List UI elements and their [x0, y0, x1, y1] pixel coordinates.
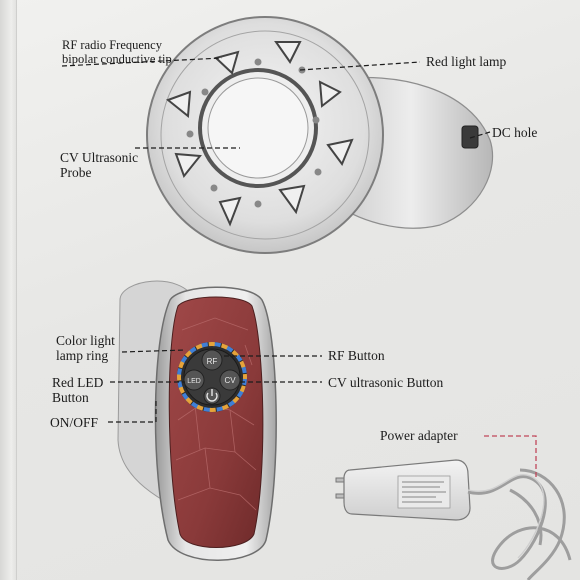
rf-tip	[174, 152, 202, 179]
rf-tip	[318, 80, 342, 108]
label-color-light-lamp-ring: Color light lamp ring	[56, 333, 115, 363]
device-head-top-view	[146, 16, 494, 254]
rf-tip	[274, 41, 302, 64]
label-red-light-lamp: Red light lamp	[426, 54, 507, 69]
power-adapter-leader-line	[484, 435, 537, 480]
label-dc-hole: DC hole	[492, 125, 538, 140]
adapter-cord	[467, 468, 572, 580]
led-button-label: LED	[187, 378, 201, 385]
power-adapter	[335, 459, 572, 580]
rf-tip	[218, 196, 242, 227]
label-on-off: ON/OFF	[50, 415, 99, 430]
label-power-adapter: Power adapter	[380, 428, 458, 443]
label-cv-ultrasonic-probe: CV Ultrasonic Probe	[60, 150, 139, 180]
label-rf-button: RF Button	[328, 348, 385, 363]
rf-tip	[214, 50, 240, 75]
label-cv-ultrasonic-button: CV ultrasonic Button	[328, 375, 444, 390]
red-light-lamps	[186, 58, 322, 208]
dc-hole-port	[461, 125, 479, 149]
label-rf-conductive-tip: RF radio Frequency bipolar conductive ti…	[62, 38, 172, 66]
power-icon	[206, 389, 218, 402]
cv-button-label: CV	[224, 376, 236, 385]
red-led-button[interactable]	[183, 369, 205, 391]
device-red-face	[168, 296, 264, 548]
label-red-led-button: Red LED Button	[52, 375, 104, 405]
leader-lines-bottom	[108, 349, 322, 423]
page-binding-edge	[0, 0, 17, 580]
cv-ultrasonic-button[interactable]	[219, 369, 241, 391]
rf-tip	[326, 138, 354, 167]
device-front-view: RF LED CV	[117, 280, 277, 561]
rf-button-label: RF	[207, 357, 218, 366]
rf-tip	[278, 184, 306, 215]
rf-electrode-tips	[165, 41, 354, 227]
leader-lines-top	[61, 57, 491, 149]
rf-tip	[165, 90, 192, 118]
rf-button[interactable]	[201, 349, 223, 371]
